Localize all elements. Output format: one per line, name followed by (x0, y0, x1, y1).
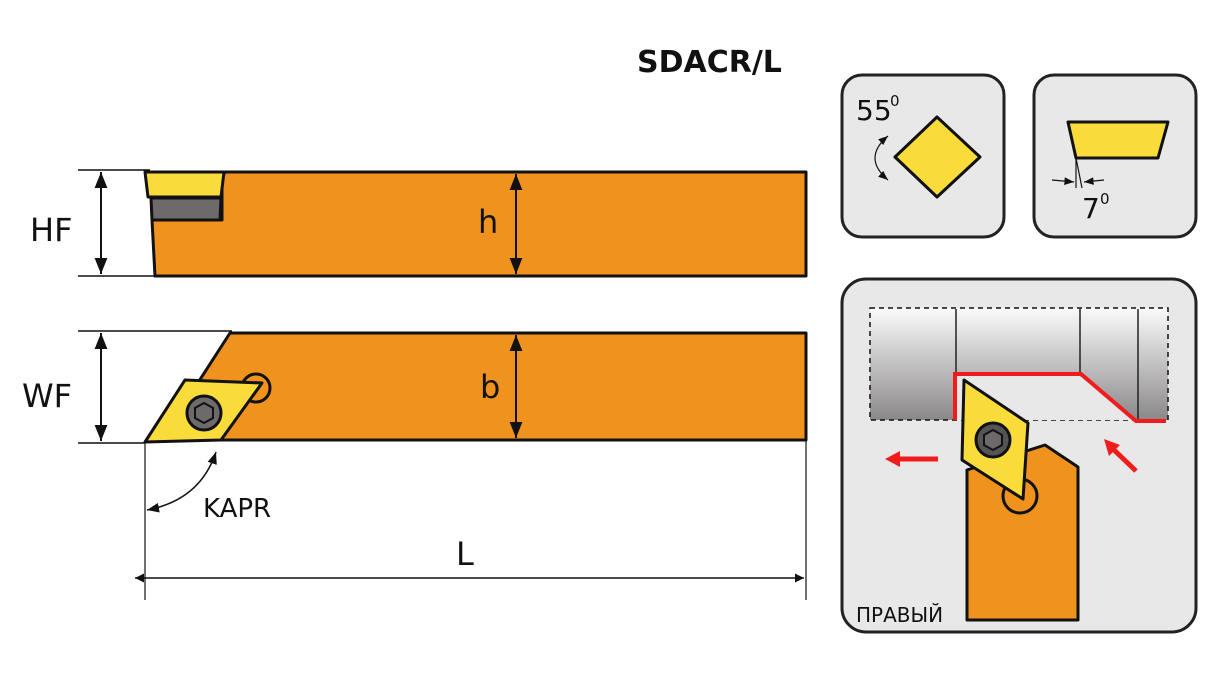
tool-path (953, 372, 1166, 423)
application-panel: ПРАВЫЙ (840, 277, 1198, 634)
insert-shape-panel: 55 0 (840, 73, 1006, 239)
wf-label: WF (22, 377, 72, 415)
clearance-insert-icon (1066, 120, 1170, 160)
hand-label: ПРАВЫЙ (856, 603, 943, 627)
clearance-panel: 7 0 (1032, 73, 1198, 239)
side-view: HF h (30, 169, 808, 278)
kapr-label: KAPR (203, 494, 271, 524)
hf-label: HF (30, 211, 72, 249)
top-view: WF b KAPR L (22, 330, 808, 600)
insert-angle-unit: 0 (890, 92, 900, 110)
toolholder-shank (965, 443, 1080, 622)
b-label: b (480, 368, 500, 406)
clearance-angle-value: 7 (1082, 192, 1100, 225)
shim-side (149, 196, 223, 222)
rhombic-insert-icon (893, 115, 982, 199)
feed-arrow-diagonal-icon (1110, 446, 1138, 473)
insert-side (143, 170, 226, 199)
model-title: SDACR/L (637, 45, 782, 80)
h-label: h (478, 203, 498, 241)
clearance-angle-unit: 0 (1100, 190, 1110, 208)
kapr-angle-arc (146, 451, 217, 513)
l-label: L (456, 535, 474, 573)
insert-angle-value: 55 (856, 94, 892, 127)
